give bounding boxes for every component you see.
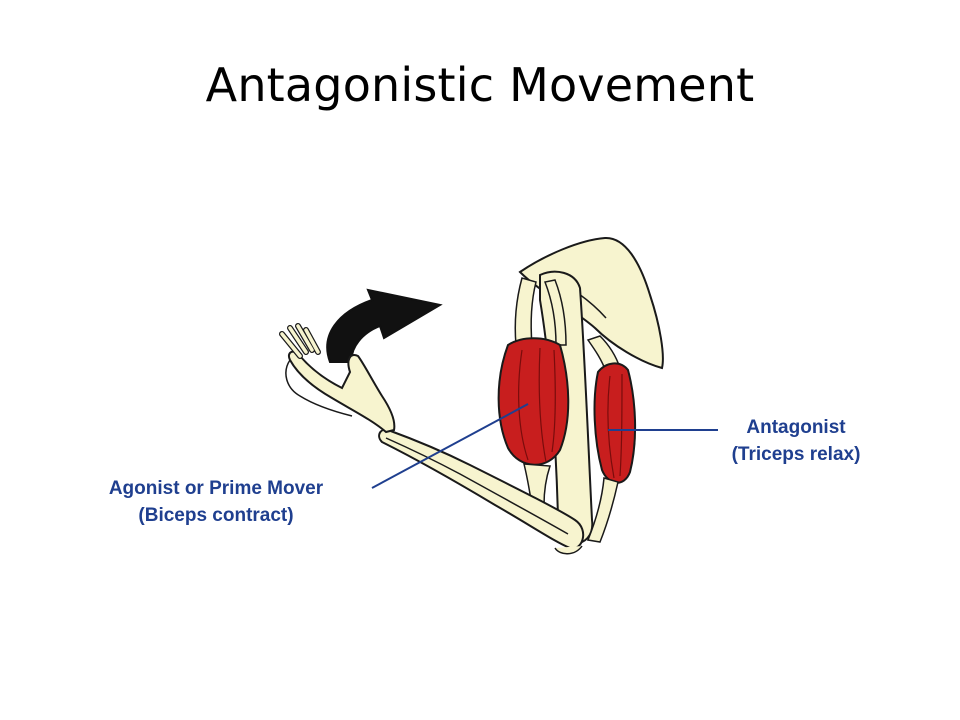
hand-bones	[288, 350, 396, 434]
agonist-label-line1: Agonist or Prime Mover	[108, 478, 324, 499]
biceps-muscle	[497, 337, 570, 466]
agonist-leader-line	[371, 403, 529, 489]
antagonist-label-line2: (Triceps relax)	[731, 444, 861, 465]
flexion-arrow	[326, 288, 443, 363]
agonist-label-line2: (Biceps contract)	[138, 505, 294, 526]
agonist-label: Agonist or Prime Mover (Biceps contract)	[56, 475, 376, 529]
antagonist-label: Antagonist (Triceps relax)	[696, 414, 896, 468]
triceps-muscle	[593, 362, 637, 484]
slide-title: Antagonistic Movement	[205, 58, 755, 112]
antagonist-label-line1: Antagonist	[746, 417, 846, 438]
